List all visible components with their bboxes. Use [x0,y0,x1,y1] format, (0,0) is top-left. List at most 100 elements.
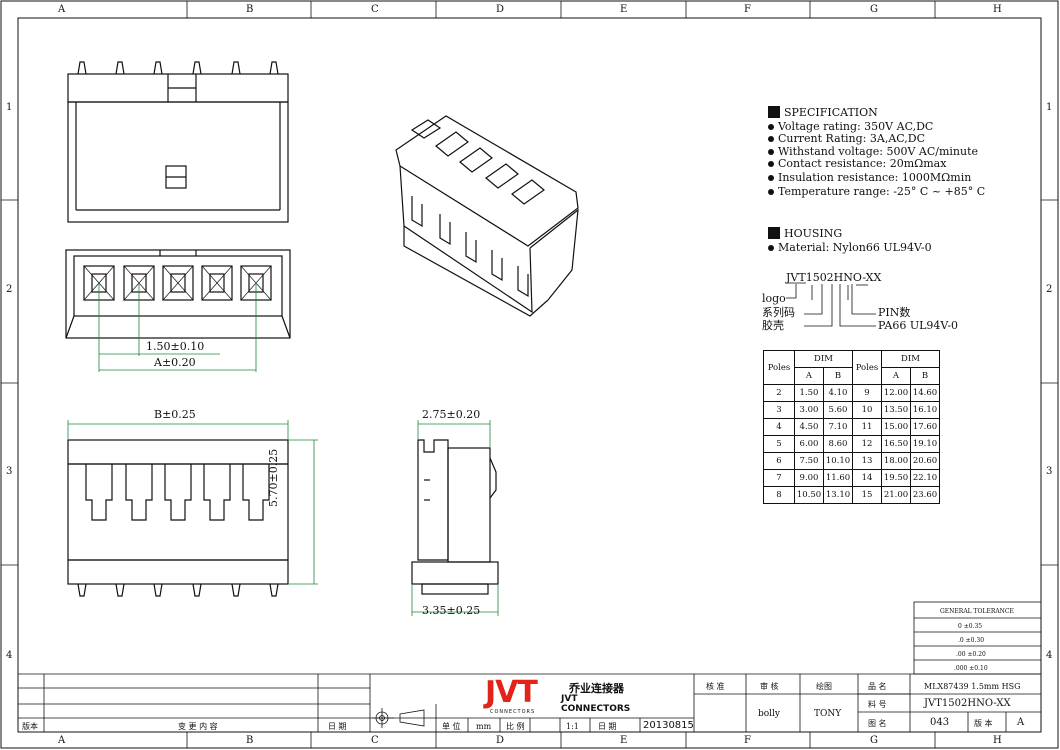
table-cell: 5.60 [823,401,853,419]
table-cell: 11 [852,418,882,436]
tolerance-row: .00 ±0.20 [956,651,986,658]
table-cell: 15.00 [881,418,911,436]
unit-label: 单 位 [442,722,461,731]
date-value: 20130815 [643,720,694,731]
table-cell: 7.10 [823,418,853,436]
table-cell: 7 [763,469,795,487]
spec-title: SPECIFICATION [784,106,878,119]
part-code-material: PA66 UL94V-0 [878,319,959,332]
table-cell: 21.00 [881,486,911,504]
zone-label: D [496,735,505,746]
table-header: DIM [794,350,853,368]
table-cell: 16.50 [881,435,911,453]
dim-height: 5.70±0.25 [267,448,280,507]
zone-label: 2 [6,284,13,295]
table-cell: 4.10 [823,384,853,402]
draw-label: 绘图 [816,682,832,691]
table-header: B [910,367,940,385]
table-cell: 14 [852,469,882,487]
table-header: Poles [852,350,882,385]
table-cell: 4 [763,418,795,436]
zone-label: 3 [1046,466,1053,477]
part-label: 料 号 [868,700,887,709]
logo-mark: JVT [485,675,538,710]
change-label: 变 更 内 容 [178,722,218,731]
zone-label: C [371,735,379,746]
zone-label: B [246,4,254,15]
table-cell: 12 [852,435,882,453]
zone-label: 2 [1046,284,1053,295]
spec-item: Contact resistance: 20mΩmax [768,158,946,170]
table-cell: 5 [763,435,795,453]
table-cell: 15 [852,486,882,504]
table-header: Poles [763,350,795,385]
part-code-logo: logo [762,292,786,305]
table-cell: 2 [763,384,795,402]
spec-item: Insulation resistance: 1000MΩmin [768,172,971,184]
housing-title: HOUSING [784,227,843,240]
scale-value: 1:1 [566,722,579,731]
dim-side-top: 2.75±0.20 [422,408,481,421]
drawing-label: 图 名 [868,719,887,728]
zone-label: A [58,735,66,746]
unit-value: mm [476,722,492,731]
table-cell: 10 [852,401,882,419]
zone-label: H [993,4,1002,15]
version-label: 版本 [22,722,38,731]
table-cell: 8.60 [823,435,853,453]
side-view [411,439,499,595]
table-cell: 9.00 [794,469,824,487]
zone-label: 3 [6,466,13,477]
bottom-view [67,439,289,597]
spec-item: Withstand voltage: 500V AC/minute [768,146,978,158]
review-label: 审 核 [760,682,779,691]
part-value: JVT1502HNO-XX [924,698,1011,709]
table-cell: 11.60 [823,469,853,487]
part-code-series: 系列码 [762,306,795,319]
logo-en: JVT CONNECTORS [561,694,631,714]
table-cell: 22.10 [910,469,940,487]
zone-label: G [870,4,878,15]
spec-item: Voltage rating: 350V AC,DC [768,121,933,133]
zone-label: A [58,4,66,15]
top-view [67,61,289,223]
table-header: A [794,367,824,385]
dim-side-bottom: 3.35±0.25 [422,604,481,617]
zone-label: D [496,4,505,15]
rev-label: 版 本 [974,719,993,728]
drawer-name: TONY [814,709,842,719]
spec-item: Temperature range: -25° C ~ +85° C [768,186,985,198]
tolerance-title: GENERAL TOLERANCE [940,608,1014,615]
table-cell: 20.60 [910,452,940,470]
drawing-value: 043 [930,717,950,728]
zone-label: C [371,4,379,15]
table-cell: 6.00 [794,435,824,453]
dim-pitch: 1.50±0.10 [146,340,205,353]
product-value: MLX87439 1.5mm HSG [924,682,1021,691]
zone-label: B [246,735,254,746]
table-header: DIM [881,350,940,368]
tolerance-row: 0 ±0.35 [958,623,983,630]
date2-label: 日 期 [598,722,617,731]
table-cell: 18.00 [881,452,911,470]
reviewer-name: bolly [758,709,781,719]
spec-item: Current Rating: 3A,AC,DC [768,133,925,145]
rev-value: A [1017,717,1025,728]
table-cell: 8 [763,486,795,504]
table-cell: 13.10 [823,486,853,504]
dim-a: A±0.20 [154,356,196,369]
tolerance-row: .000 ±0.10 [954,665,988,672]
table-cell: 10.10 [823,452,853,470]
product-label: 品 名 [868,682,887,691]
jvt-logo: JVT 乔业连接器 JVT CONNECTORS CONNECTORS [485,675,635,721]
tolerance-row: .0 ±0.30 [958,637,985,644]
table-cell: 7.50 [794,452,824,470]
table-cell: 14.60 [910,384,940,402]
table-cell: 10.50 [794,486,824,504]
